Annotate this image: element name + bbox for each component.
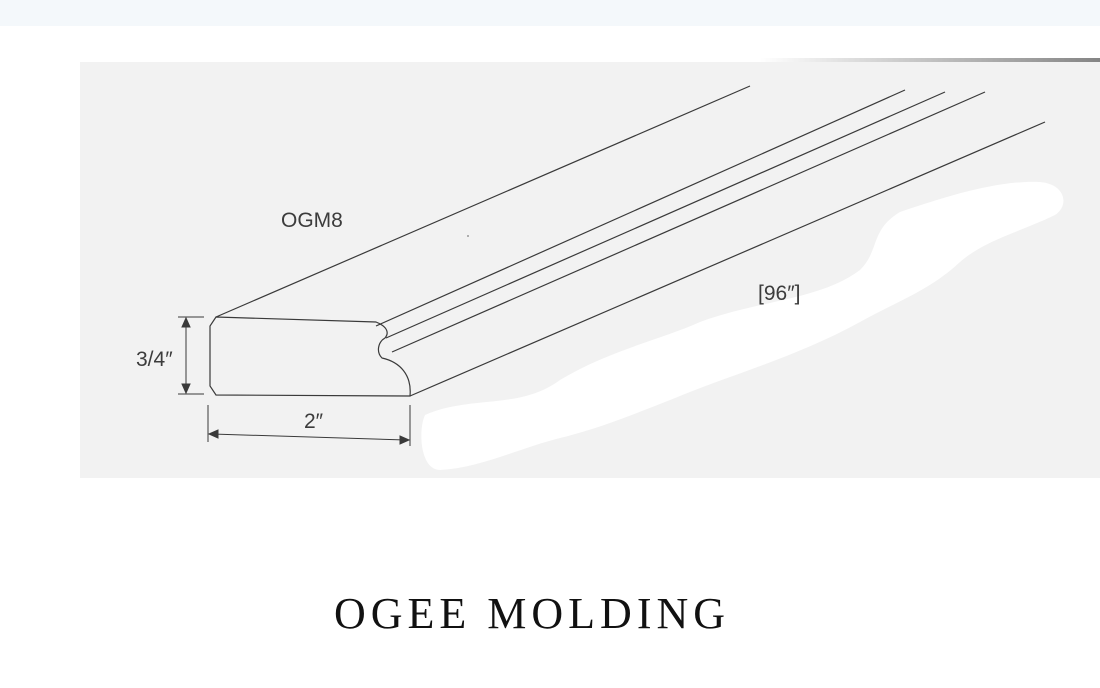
profile-line-3 [391, 91, 986, 353]
width-dim-arrow-right [399, 435, 411, 445]
width-label: 2″ [304, 410, 324, 433]
top-strip [0, 0, 1100, 26]
profile-line-2 [385, 91, 946, 339]
model-code-label: OGM8 [281, 209, 343, 232]
bottom-front-edge-line [409, 121, 1046, 397]
photo-shadow-edge [760, 58, 1100, 62]
erasure-blob [421, 181, 1064, 470]
height-label: 3/4″ [136, 348, 173, 371]
height-dim-arrow-down [181, 383, 191, 395]
top-back-edge-line [215, 85, 751, 318]
height-dim-arrow-up [181, 316, 191, 328]
width-dim-line [211, 433, 407, 441]
molding-end-profile [209, 316, 411, 397]
speck-mark [467, 235, 469, 237]
profile-line-1 [375, 89, 906, 327]
caption-title: OGEE MOLDING [333, 589, 731, 638]
length-label: [96″] [758, 282, 800, 305]
width-dim-arrow-left [207, 429, 219, 439]
